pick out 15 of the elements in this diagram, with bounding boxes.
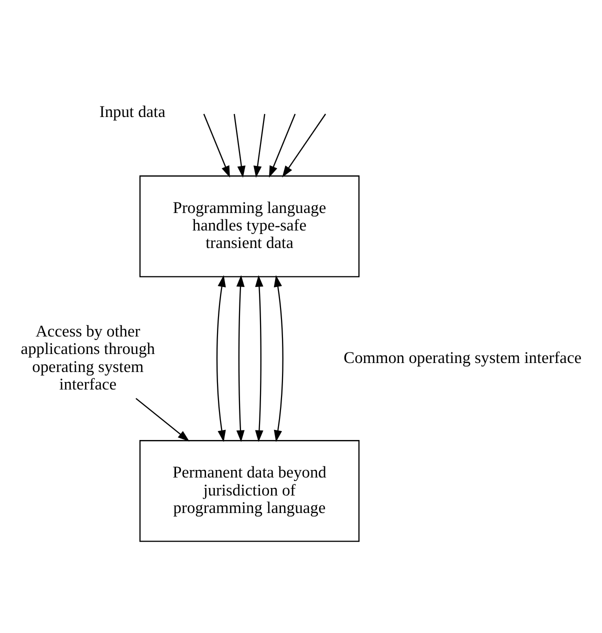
- arrow: [234, 114, 246, 178]
- arrow: [282, 114, 326, 178]
- label: Common operating system interface: [344, 348, 582, 367]
- arrow: [269, 114, 296, 178]
- arrow: [203, 114, 230, 178]
- arrow: [274, 275, 284, 442]
- arrow: [136, 398, 190, 442]
- arrow: [236, 275, 245, 442]
- label: Input data: [99, 102, 166, 122]
- arrow: [216, 275, 226, 442]
- node-box: Programming language handles type-safe transient data: [139, 175, 360, 278]
- node-box: Permanent data beyond jurisdiction of programming language: [139, 440, 360, 542]
- node-text: Access by other applications through operating system interface: [20, 322, 155, 394]
- arrow: [255, 275, 264, 442]
- arrow: [254, 114, 266, 178]
